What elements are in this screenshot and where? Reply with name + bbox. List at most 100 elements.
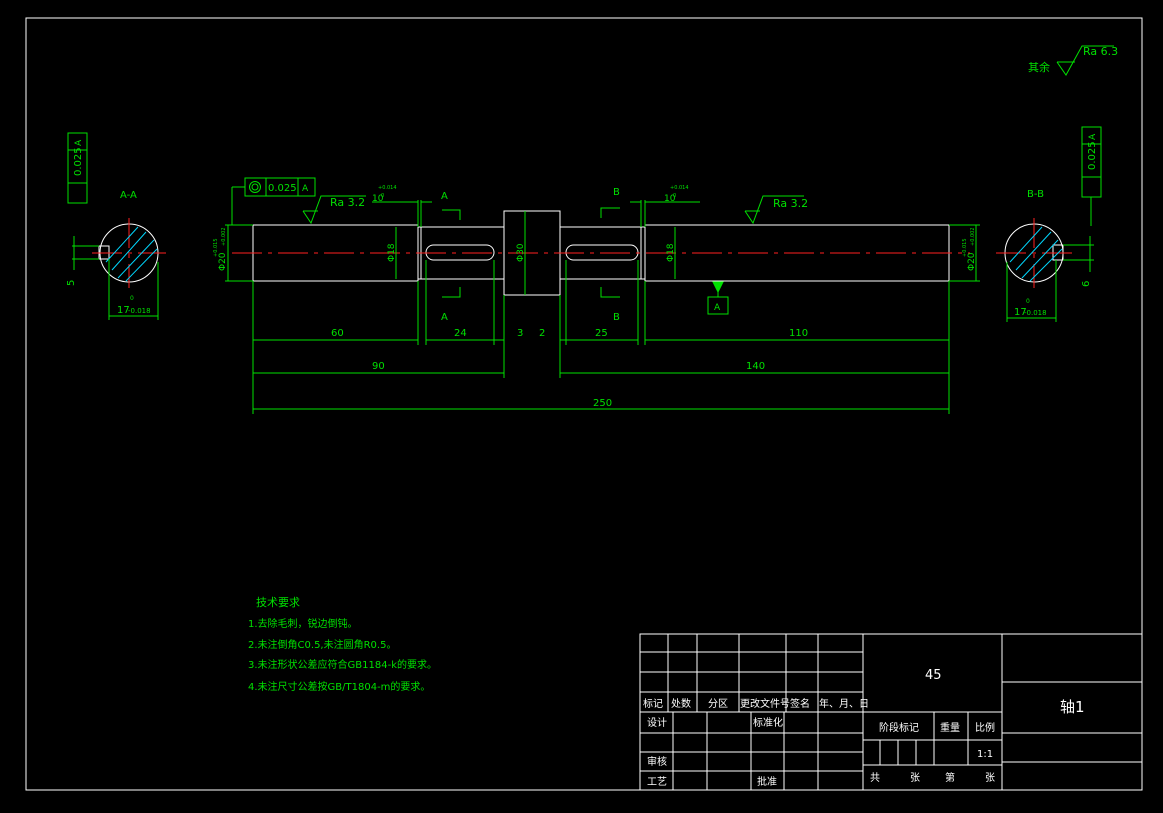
dim-right-end-value: Φ20 <box>967 252 977 271</box>
dim-diameter-collar: Φ30 <box>516 211 526 295</box>
roughness-rest-value: Ra 6.3 <box>1083 45 1118 58</box>
label-sheet-unit-1: 张 <box>910 772 920 784</box>
section-aa-tol-ref: A <box>74 139 84 146</box>
extension-lines <box>252 260 950 414</box>
concentricity-ref: A <box>302 184 309 194</box>
dim-250: 250 <box>593 398 612 409</box>
section-aa-title: A-A <box>120 190 137 201</box>
dim-right-end-tol-upper: +0.015 <box>962 238 968 257</box>
dim-2: 2 <box>539 328 545 339</box>
notes-title: 技术要求 <box>256 596 300 609</box>
dim-collar-value: Φ30 <box>516 243 526 262</box>
dims-row-2: 90 140 <box>253 361 949 374</box>
title-block: 45 轴1 标记 处数 分区 更改文件号 签名 年、月、日 设计 标准化 阶段标… <box>639 633 1143 791</box>
note-item-4: 4.未注尺寸公差按GB/T1804-m的要求。 <box>248 680 430 693</box>
keyway-tol-left-value: 10 <box>372 194 384 204</box>
dim-24: 24 <box>454 328 467 339</box>
label-approve: 批准 <box>757 775 777 788</box>
label-standardize: 标准化 <box>753 716 783 729</box>
roughness-rest-label: 其余 <box>1028 60 1050 74</box>
rev-header-mark: 标记 <box>643 698 663 710</box>
keyway-tol-left-lower: 0 <box>381 193 384 199</box>
cut-label-b-bottom: B <box>613 312 620 323</box>
keyway-tol-right-lower: 0 <box>673 193 676 199</box>
dims-row-3: 250 <box>253 398 949 410</box>
section-bb-dim-tol-lower: -0.018 <box>1024 309 1047 317</box>
datum-a-label: A <box>714 303 721 313</box>
label-review: 审核 <box>647 755 667 768</box>
label-process: 工艺 <box>647 776 667 788</box>
cut-mark-b: B B <box>600 187 620 323</box>
roughness-right-value: Ra 3.2 <box>773 197 808 210</box>
dim-25: 25 <box>595 328 608 339</box>
dim-left-end-value: Φ20 <box>218 252 228 271</box>
label-stage-mark: 阶段标记 <box>879 721 919 734</box>
cut-mark-a: A A <box>441 191 461 323</box>
rev-header-doc: 更改文件号 <box>740 697 790 710</box>
dim-right-key-value: Φ18 <box>666 243 676 262</box>
dims-row-1: 60 24 3 2 25 110 <box>253 328 949 341</box>
roughness-rest: 其余 Ra 6.3 <box>1028 45 1118 76</box>
keyway-tol-right-value: 10 <box>664 194 676 204</box>
section-aa-dim-tol-upper: 0 <box>130 295 134 302</box>
label-design: 设计 <box>647 716 667 729</box>
keyway-tol-right: 10 +0.014 0 <box>630 185 700 227</box>
part-name: 轴1 <box>1060 698 1085 716</box>
label-scale: 比例 <box>975 721 995 734</box>
keyway-tol-left: 10 +0.014 0 <box>372 185 432 227</box>
dim-110: 110 <box>789 328 808 339</box>
shaft-main-view: 0.025 A Ra 3.2 Ra 3.2 10 +0.014 0 <box>213 177 980 414</box>
dim-diameter-right-end: Φ20 +0.015 +0.002 <box>949 224 980 282</box>
rev-header-date: 年、月、日 <box>819 697 869 710</box>
section-bb-dim-tol-upper: 0 <box>1026 298 1030 305</box>
label-sheet-no: 第 <box>945 771 955 784</box>
note-item-3: 3.未注形状公差应符合GB1184-k的要求。 <box>248 658 437 671</box>
section-aa-dim-depth: 5 <box>66 280 77 286</box>
concentricity-value: 0.025 <box>268 183 297 194</box>
cut-label-a-bottom: A <box>441 312 448 323</box>
section-bb-dim-width: 17 <box>1014 307 1027 318</box>
cut-label-b-top: B <box>613 187 620 198</box>
datum-a: A <box>707 281 729 315</box>
keyway-tol-right-upper: +0.014 <box>670 185 689 191</box>
dim-left-key-value: Φ18 <box>387 243 397 262</box>
dim-left-end-tol-upper: +0.015 <box>213 238 219 257</box>
dim-diameter-left-key: Φ18 <box>387 227 397 279</box>
rev-header-zone: 分区 <box>708 698 728 710</box>
section-bb-tol-value: 0.025 <box>1087 141 1098 170</box>
dim-60: 60 <box>331 328 344 339</box>
rev-header-sign: 签名 <box>790 697 810 710</box>
section-bb-dim-depth: 6 <box>1081 281 1092 287</box>
dim-left-end-tol-lower: +0.002 <box>221 227 227 246</box>
section-bb: B-B 0.025 A 6 17 0 -0.018 <box>996 126 1102 322</box>
dim-diameter-left-end: Φ20 +0.015 +0.002 <box>213 224 253 282</box>
note-item-2: 2.未注倒角C0.5,未注圆角R0.5。 <box>248 638 396 651</box>
label-sheet-unit-2: 张 <box>985 772 995 784</box>
scale-value: 1:1 <box>977 749 993 760</box>
section-aa-tol-frame <box>67 132 88 204</box>
concentricity-frame: 0.025 A <box>231 177 316 225</box>
dim-140: 140 <box>746 361 765 372</box>
section-bb-tol-ref: A <box>1088 133 1098 140</box>
label-weight: 重量 <box>940 721 960 734</box>
section-aa: A-A 0.025 A 5 17 0 -0.018 <box>66 132 166 320</box>
section-aa-dim-tol-lower: -0.018 <box>128 307 151 315</box>
dim-3: 3 <box>517 328 523 339</box>
cut-label-a-top: A <box>441 191 448 202</box>
section-aa-dim-width: 17 <box>117 305 130 316</box>
material-value: 45 <box>925 668 942 683</box>
rev-header-count: 处数 <box>671 697 691 710</box>
section-aa-tol-value: 0.025 <box>73 147 84 176</box>
section-bb-title: B-B <box>1027 189 1044 200</box>
roughness-right: Ra 3.2 <box>744 195 808 225</box>
roughness-left: Ra 3.2 <box>302 195 366 225</box>
note-item-1: 1.去除毛刺，锐边倒钝。 <box>248 617 358 630</box>
dim-90: 90 <box>372 361 385 372</box>
concentricity-icon <box>249 181 261 193</box>
roughness-left-value: Ra 3.2 <box>330 196 365 209</box>
technical-notes: 技术要求 1.去除毛刺，锐边倒钝。 2.未注倒角C0.5,未注圆角R0.5。 3… <box>248 596 437 693</box>
drawing-border <box>25 17 1143 791</box>
dim-right-end-tol-lower: +0.002 <box>970 227 976 246</box>
label-sheet-total: 共 <box>870 772 880 784</box>
